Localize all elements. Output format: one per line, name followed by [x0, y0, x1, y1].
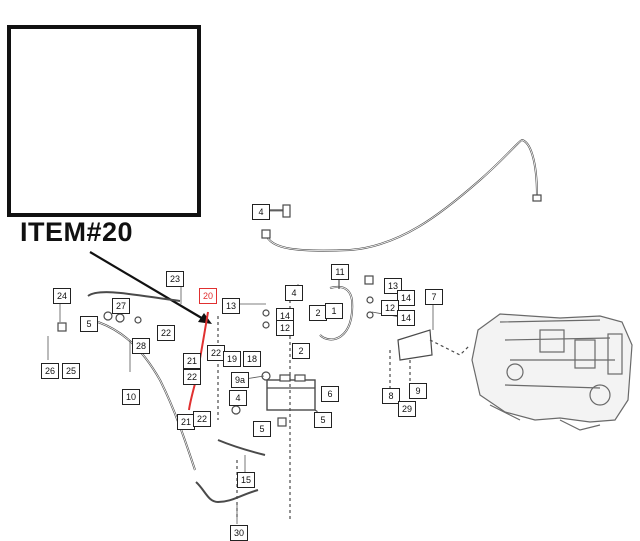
callout-13-c13a: 13	[222, 298, 240, 314]
callout-5-c5c: 5	[314, 412, 332, 428]
callout-8-c8: 8	[382, 388, 400, 404]
callout-25-c25: 25	[62, 363, 80, 379]
callout-22-c22c: 22	[183, 369, 201, 385]
callout-5-c5a: 5	[80, 316, 98, 332]
callout-10-c10: 10	[122, 389, 140, 405]
callout-26-c26: 26	[41, 363, 59, 379]
top-pipe	[265, 138, 538, 252]
item-title: ITEM#20	[20, 217, 134, 247]
callout-6-c6: 6	[321, 386, 339, 402]
pointer-arrow	[89, 251, 212, 324]
callout-22-c22a: 22	[157, 325, 175, 341]
callout-5-c5b: 5	[253, 421, 271, 437]
callout-15-c15: 15	[237, 472, 255, 488]
callout-18-c18: 18	[243, 351, 261, 367]
callout-7-c7: 7	[425, 289, 443, 305]
callout-2-c2b: 2	[292, 343, 310, 359]
callout-29-c29: 29	[398, 401, 416, 417]
callout-12-c12b: 12	[381, 300, 399, 316]
callout-4-c4top: 4	[252, 204, 270, 220]
callout-24-c24: 24	[53, 288, 71, 304]
callout-14-c14b: 14	[397, 290, 415, 306]
callout-12-c12a: 12	[276, 320, 294, 336]
callout-9-c9: 9	[409, 383, 427, 399]
callout-9a-c9a: 9a	[231, 372, 249, 388]
callout-14-c14c: 14	[397, 310, 415, 326]
item-photo-frame	[7, 25, 201, 217]
callout-1-c1: 1	[325, 303, 343, 319]
callout-20-c20: 20	[199, 288, 217, 304]
callout-22-c22d: 22	[193, 411, 211, 427]
callout-19-c19: 19	[223, 351, 241, 367]
transmission-housing	[471, 313, 633, 431]
callout-23-c23: 23	[166, 271, 184, 287]
callout-21-c21a: 21	[183, 353, 201, 369]
callout-28-c28: 28	[132, 338, 150, 354]
callout-4-c4low: 4	[229, 390, 247, 406]
callout-27-c27: 27	[112, 298, 130, 314]
callout-30-c30: 30	[230, 525, 248, 541]
callout-4-c4mid: 4	[285, 285, 303, 301]
callout-11-c11: 11	[331, 264, 349, 280]
